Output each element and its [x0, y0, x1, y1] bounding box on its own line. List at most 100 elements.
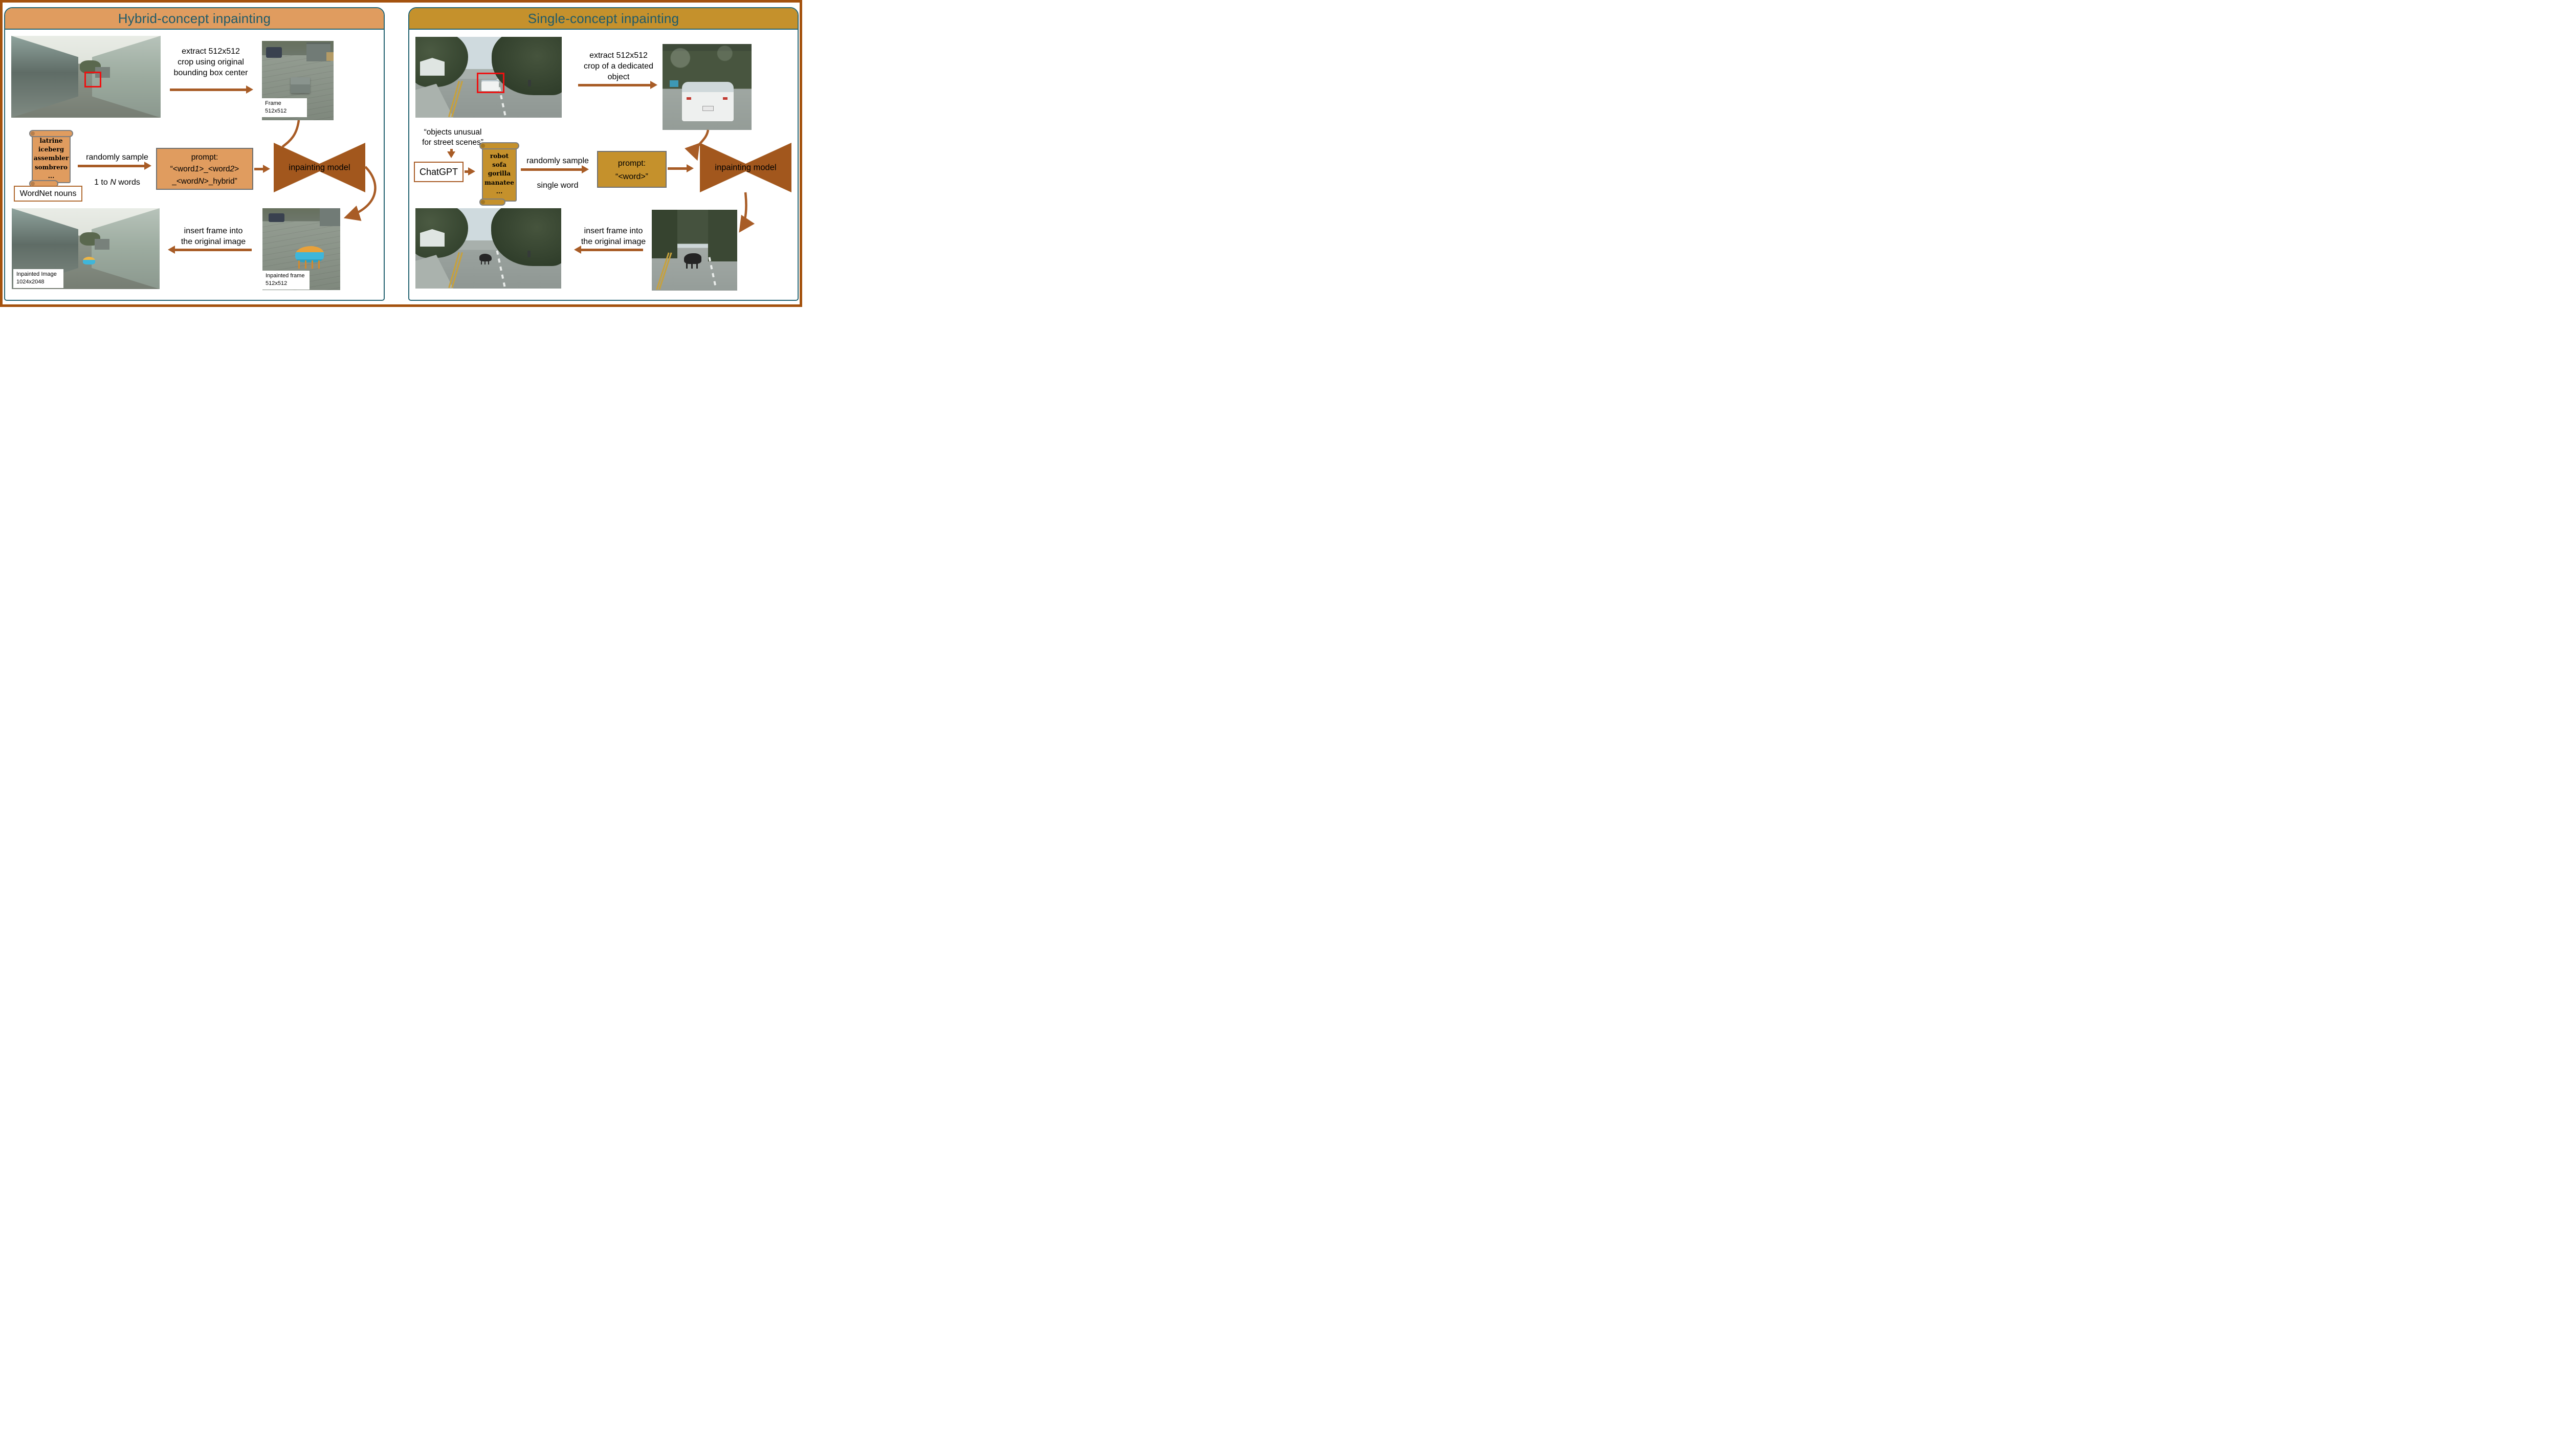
insert-line: the original image — [581, 237, 646, 247]
frame-label-line: 512x512 — [265, 107, 287, 114]
scene-layer — [686, 97, 691, 100]
sample-sub-label: single word — [537, 181, 579, 190]
scene-layer — [326, 52, 334, 61]
inpainted-image-label: Inpainted Image 1024x2048 — [13, 269, 63, 288]
wordnet-scroll-body: latrine iceberg assembler sombrero ... — [32, 134, 71, 183]
scene-layer — [420, 229, 445, 247]
prompt-line: “<word1>_<word2> — [170, 165, 239, 174]
scroll-roll-top — [479, 142, 519, 149]
sample-label: randomly sample — [526, 157, 589, 165]
bowtie-shape — [274, 143, 365, 192]
inpainted-image-label-line: Inpainted Image — [16, 271, 57, 277]
hybrid-original-photo — [11, 36, 161, 118]
scroll-word: assembler — [33, 155, 69, 162]
scroll-word: robot — [490, 152, 509, 160]
single-original-photo — [415, 37, 562, 118]
hybrid-frame-photo: Frame 512x512 — [262, 41, 334, 120]
prompt-line: prompt: — [191, 153, 218, 162]
prompt-line: “<word>” — [615, 172, 649, 181]
animal-legs-layer — [686, 263, 701, 269]
single-panel-title: Single-concept inpainting — [527, 10, 679, 26]
frame-label-line: Frame — [265, 100, 281, 106]
scroll-word: ... — [496, 188, 503, 195]
arrow-extract-right — [578, 81, 657, 89]
scroll-word: sombrero — [34, 163, 68, 171]
arrow-insert-left — [168, 246, 252, 254]
scene-layer — [723, 97, 728, 100]
single-inpainting-model: inpainting model — [700, 143, 791, 192]
scroll-word: manatee — [484, 179, 514, 186]
extract-line: extract 512x512 — [589, 51, 648, 60]
arrow-insert-left — [574, 246, 643, 254]
creature-legs-layer — [298, 260, 323, 269]
hybrid-inpainted-image-photo: Inpainted Image 1024x2048 — [12, 208, 160, 289]
scene-layer — [266, 47, 282, 58]
bowtie-shape — [700, 143, 791, 192]
hybrid-panel: Hybrid-concept inpainting extract 512x51… — [4, 7, 385, 301]
scene-layer — [702, 105, 714, 111]
scene-layer — [708, 210, 737, 262]
scene-layer — [269, 213, 284, 223]
hybrid-panel-header: Hybrid-concept inpainting — [5, 8, 384, 30]
single-panel-header: Single-concept inpainting — [409, 8, 798, 30]
arrow-quote-down — [447, 149, 455, 158]
extract-line: extract 512x512 — [182, 47, 240, 56]
prompt-line: _<wordN>_hybrid” — [172, 177, 237, 186]
scroll-roll-bottom — [479, 198, 506, 206]
extract-label: extract 512x512 crop using original boun… — [168, 46, 254, 78]
animal-legs-layer — [481, 260, 492, 265]
inpainted-frame-label-line: 512x512 — [266, 280, 288, 286]
extract-line: crop of a dedicated — [583, 62, 654, 71]
scroll-word: iceberg — [38, 145, 64, 153]
single-crop-photo — [663, 44, 752, 130]
hybrid-inpainted-frame-photo: Inpainted frame 512x512 — [262, 208, 340, 290]
scene-layer — [291, 77, 310, 94]
scene-layer — [481, 79, 499, 91]
scroll-word: ... — [48, 172, 55, 180]
inpainted-image-label-line: 1024x2048 — [16, 278, 45, 285]
arrow-prompt-to-model — [254, 165, 270, 173]
scene-layer — [94, 239, 109, 250]
scroll-word: sofa — [492, 161, 506, 168]
scroll-roll-top — [29, 130, 73, 137]
insert-line: insert frame into — [184, 227, 243, 235]
prompt-line: prompt: — [618, 159, 646, 168]
insert-line: the original image — [181, 237, 246, 247]
scene-layer — [682, 81, 734, 122]
creature-layer — [82, 256, 95, 264]
arrow-prompt-to-model — [668, 164, 694, 172]
animal-layer — [479, 254, 492, 262]
insert-line: insert frame into — [584, 227, 643, 235]
arrow-extract-right — [170, 85, 253, 94]
scroll-word: gorilla — [488, 170, 511, 178]
figure-canvas: Hybrid-concept inpainting extract 512x51… — [0, 0, 802, 307]
wordnet-scroll: latrine iceberg assembler sombrero ... — [29, 130, 73, 187]
scene-layer — [527, 251, 531, 258]
inpainted-frame-label: Inpainted frame 512x512 — [262, 271, 310, 290]
sample-label: randomly sample — [86, 153, 148, 162]
arrow-sample-right — [521, 165, 589, 173]
concept-scroll-body: robot sofa gorilla manatee ... — [482, 146, 517, 202]
scene-layer — [669, 80, 679, 87]
animal-layer — [684, 253, 702, 264]
concept-scroll: robot sofa gorilla manatee ... — [479, 142, 519, 206]
scene-layer — [95, 67, 110, 78]
bounding-box — [477, 73, 504, 93]
insert-label: insert frame into the original image — [170, 226, 257, 247]
single-prompt-box: prompt: “<word>” — [597, 151, 667, 188]
hybrid-panel-title: Hybrid-concept inpainting — [118, 10, 271, 26]
arrow-chatgpt-right — [465, 167, 475, 175]
inpainting-model-label: inpainting model — [289, 163, 350, 172]
single-panel: Single-concept inpainting extract 512x51… — [408, 7, 799, 301]
inpainted-frame-label-line: Inpainted frame — [266, 273, 305, 279]
extract-line: bounding box center — [173, 69, 248, 78]
chatgpt-quote: “objects unusual for street scenes” — [411, 127, 494, 148]
wordnet-box-label: WordNet nouns — [19, 189, 77, 198]
bounding-box — [84, 72, 101, 87]
scroll-word: latrine — [39, 137, 63, 144]
arrow-sample-right — [78, 162, 151, 170]
sample-sub-label: 1 to N words — [94, 178, 140, 187]
extract-label: extract 512x512 crop of a dedicated obje… — [575, 50, 662, 82]
wordnet-box: WordNet nouns — [14, 186, 82, 202]
quote-line: for street scenes” — [422, 138, 483, 147]
